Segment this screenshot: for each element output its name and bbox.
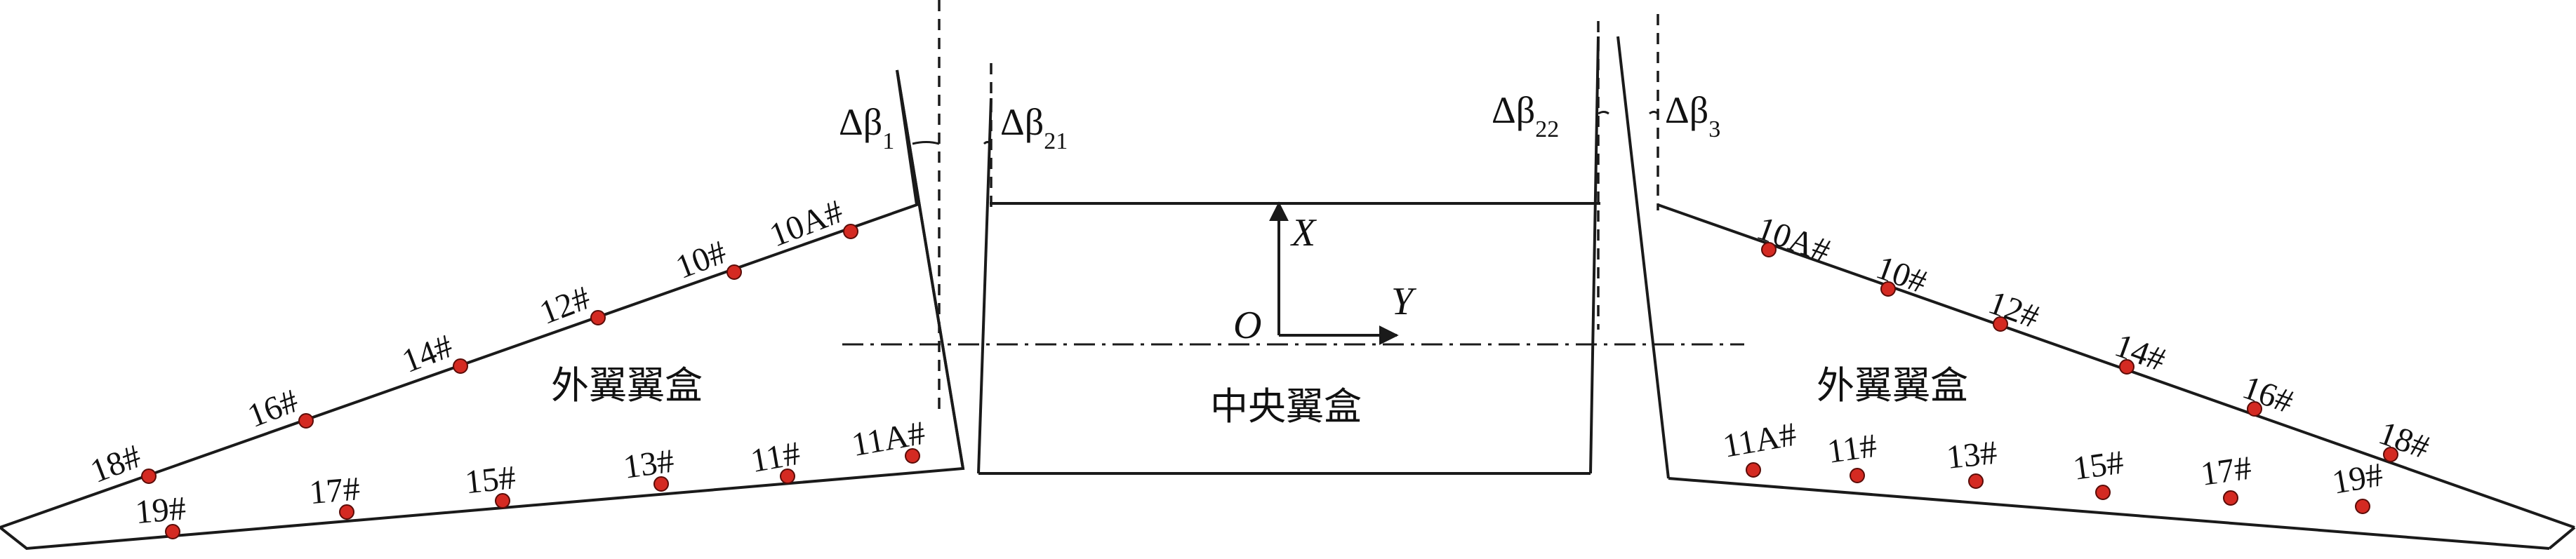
left-lower-point-label: 19#	[134, 490, 187, 531]
right-tip-edge	[2548, 526, 2576, 550]
left-lower-point-label: 13#	[621, 442, 677, 486]
right-lower-point-label: 17#	[2198, 449, 2254, 493]
axis-y-label: Y	[1391, 280, 1417, 323]
left-lower-point-marker	[165, 524, 180, 539]
right-lower-point-marker	[1850, 468, 1865, 483]
left-upper-point-label: 18#	[86, 438, 146, 490]
right-lower-point-label: 15#	[2071, 443, 2126, 487]
svg-text:Δβ22: Δβ22	[1492, 89, 1559, 142]
right-lower-point-marker	[2223, 490, 2238, 506]
right-lower-point-marker	[1746, 462, 1761, 478]
left-upper-point-marker	[843, 224, 858, 239]
svg-text:Δβ21: Δβ21	[1000, 101, 1068, 154]
left-upper-point-marker	[141, 469, 157, 484]
right-upper-point-label: 10#	[1871, 249, 1932, 301]
svg-text:Δβ1: Δβ1	[839, 101, 894, 154]
right-lower-point-marker	[2095, 485, 2111, 500]
right-outer-wing-box-label: 外翼翼盒	[1817, 363, 1968, 408]
delta-beta-3-label: Δβ3	[1665, 89, 1720, 142]
left-lower-point-marker	[339, 504, 354, 520]
delta-beta-1-arc	[912, 141, 940, 145]
right-upper-point-label: 12#	[1984, 284, 2044, 336]
right-inner-spar	[1616, 36, 1670, 479]
right-upper-point-marker	[1880, 281, 1896, 297]
right-upper-point-label: 14#	[2110, 327, 2170, 379]
left-upper-point-label: 12#	[535, 279, 595, 332]
left-upper-point-marker	[453, 358, 468, 374]
right-lower-point-label: 19#	[2330, 456, 2386, 501]
left-lower-point-marker	[495, 493, 510, 509]
right-upper-point-label: 10A#	[1752, 210, 1835, 270]
origin-label: O	[1233, 304, 1261, 347]
left-lower-point-label: 15#	[463, 459, 517, 501]
left-lower-point-marker	[653, 476, 669, 492]
left-lower-point-marker	[780, 469, 795, 484]
center-wing-box-label: 中央翼盒	[1210, 384, 1362, 429]
left-upper-point-marker	[590, 310, 606, 325]
right-upper-point-marker	[2247, 401, 2262, 417]
right-lower-edge	[1668, 477, 2550, 550]
left-upper-point-label: 10#	[671, 234, 731, 286]
delta-beta-1-label: Δβ1	[839, 101, 894, 154]
delta-beta-21-label: Δβ21	[1000, 101, 1068, 154]
right-upper-point-marker	[1761, 242, 1777, 257]
left-lower-point-label: 11#	[748, 435, 803, 480]
right-lower-point-marker	[2355, 499, 2370, 514]
delta-beta-22-label: Δβ22	[1492, 89, 1559, 142]
left-upper-point-marker	[298, 413, 314, 429]
left-lower-point-label: 17#	[308, 470, 361, 511]
axis-x-label: X	[1290, 211, 1317, 255]
right-upper-point-marker	[1993, 316, 2008, 332]
right-lower-point-label: 11#	[1825, 427, 1879, 471]
left-inner-spar	[896, 69, 964, 469]
delta-beta-3-arc	[1649, 111, 1659, 115]
delta-beta-21-arc	[983, 141, 992, 145]
left-upper-point-label: 16#	[243, 382, 303, 435]
left-upper-point-label: 14#	[397, 328, 458, 380]
right-lower-point-label: 13#	[1945, 434, 1999, 476]
right-upper-edge	[1657, 203, 2575, 529]
right-upper-point-marker	[2119, 359, 2135, 375]
center-left-spar	[977, 97, 992, 474]
measurement-points: 10A# 10# 12# 14# 16# 18# 11A# 11# 13# 15# 17# 19# 10…	[86, 193, 2434, 539]
right-lower-point-label: 11A#	[1720, 415, 1800, 464]
right-lower-point-marker	[1968, 473, 1984, 489]
svg-text:Δβ3: Δβ3	[1665, 89, 1720, 142]
left-lower-point-marker	[905, 448, 920, 464]
left-upper-point-marker	[726, 264, 742, 280]
center-right-spar	[1589, 36, 1600, 474]
left-outer-wing-box-label: 外翼翼盒	[551, 363, 703, 408]
delta-beta-22-arc	[1598, 111, 1609, 115]
right-upper-point-marker	[2383, 447, 2398, 462]
